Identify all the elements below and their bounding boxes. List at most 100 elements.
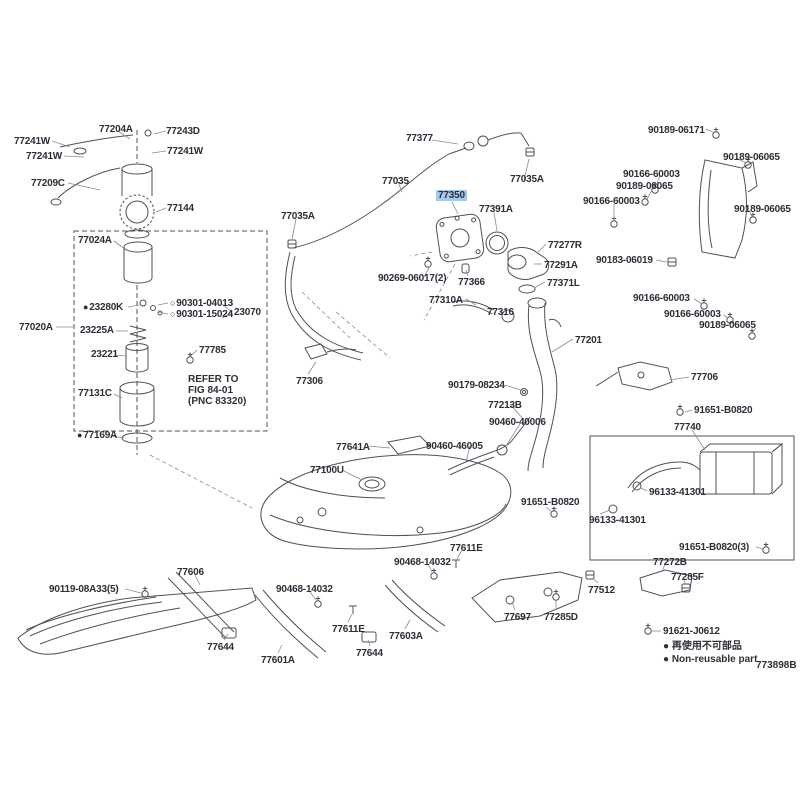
part-number: 77291A <box>544 260 578 271</box>
part-number: 77740 <box>674 422 701 433</box>
part-number: 77285F <box>671 572 704 583</box>
part-label-77035a[interactable]: 77035A <box>510 174 544 185</box>
part-label-77024a[interactable]: 77024A <box>78 235 112 246</box>
part-label-77697[interactable]: 77697 <box>504 612 531 623</box>
legend-jp-text: 再使用不可部品 <box>671 641 742 652</box>
part-label-77201[interactable]: 77201 <box>575 335 602 346</box>
part-label-77209c[interactable]: 77209C <box>31 178 65 189</box>
part-label-77644[interactable]: 77644 <box>207 642 234 653</box>
part-label-23280k[interactable]: ●23280K <box>83 302 123 313</box>
part-number: 90189-06065 <box>616 181 673 192</box>
part-number: 77377 <box>406 133 433 144</box>
part-label-77131c[interactable]: 77131C <box>78 388 112 399</box>
part-label-91651-b0820[interactable]: 91651-B0820 <box>694 405 753 416</box>
part-label-77611e[interactable]: 77611E <box>450 543 483 554</box>
part-label-91651-b0820[interactable]: 91651-B0820 <box>521 497 580 508</box>
part-number: 91621-J0612 <box>663 626 720 637</box>
part-label-77366[interactable]: 77366 <box>458 277 485 288</box>
part-label-90189-06065[interactable]: 90189-06065 <box>734 204 791 215</box>
skid-plate-art <box>17 586 257 655</box>
part-label-23070[interactable]: 23070 <box>234 307 261 318</box>
part-label-77644[interactable]: 77644 <box>356 648 383 659</box>
part-label-77606[interactable]: 77606 <box>177 567 204 578</box>
part-label-77291a[interactable]: 77291A <box>544 260 578 271</box>
part-label-77144[interactable]: 77144 <box>167 203 194 214</box>
non-reusable-icon: ● <box>83 302 89 312</box>
part-label-77285d[interactable]: 77285D <box>544 612 578 623</box>
part-label-77100u[interactable]: 77100U <box>310 465 344 476</box>
part-label-90468-14032[interactable]: 90468-14032 <box>394 557 451 568</box>
part-label-77611e[interactable]: 77611E <box>332 624 365 635</box>
part-label-90269-06017(2)[interactable]: 90269-06017(2) <box>378 273 447 284</box>
part-number: 77209C <box>31 178 65 189</box>
part-label-77020a[interactable]: 77020A <box>19 322 53 333</box>
part-label-77241w[interactable]: 77241W <box>26 151 62 162</box>
part-label-77371l[interactable]: 77371L <box>547 278 580 289</box>
part-label-91621-j0612[interactable]: 91621-J0612 <box>663 626 720 637</box>
part-label-23225a[interactable]: 23225A <box>80 325 114 336</box>
part-label-77241w[interactable]: 77241W <box>167 146 203 157</box>
part-number: 91651-B0820 <box>521 497 580 508</box>
part-number: 90166-60003 <box>583 196 640 207</box>
leader-lines <box>51 128 764 654</box>
part-label-77512[interactable]: 77512 <box>588 585 615 596</box>
brackets-art <box>595 361 684 416</box>
part-number: 77144 <box>167 203 194 214</box>
part-label-77243d[interactable]: 77243D <box>166 126 200 137</box>
part-label-77601a[interactable]: 77601A <box>261 655 295 666</box>
part-label-77204a[interactable]: 77204A <box>99 124 133 135</box>
part-number: 77391A <box>479 204 513 215</box>
part-label-96133-41301[interactable]: 96133-41301 <box>589 515 646 526</box>
part-label-77035a[interactable]: 77035A <box>281 211 315 222</box>
part-label-90119-08a33(5)[interactable]: 90119-08A33(5) <box>49 584 119 595</box>
legend-en-text: Non-reusable part <box>671 654 758 665</box>
part-label-90166-60003[interactable]: 90166-60003 <box>633 293 690 304</box>
part-label-90189-06171[interactable]: 90189-06171 <box>648 125 705 136</box>
part-number: 90468-14032 <box>276 584 333 595</box>
part-label-96133-41301[interactable]: 96133-41301 <box>649 487 706 498</box>
part-label-90166-60003[interactable]: 90166-60003 <box>583 196 640 207</box>
part-label-77306[interactable]: 77306 <box>296 376 323 387</box>
part-number: 90301-04013 <box>176 298 233 309</box>
part-label-77213b[interactable]: 77213B <box>488 400 522 411</box>
part-label-77706[interactable]: 77706 <box>691 372 718 383</box>
part-label-77785[interactable]: 77785 <box>199 345 226 356</box>
part-label-77277r[interactable]: 77277R <box>548 240 582 251</box>
part-label-77272b[interactable]: 77272B <box>653 557 687 568</box>
part-label-23221[interactable]: 23221 <box>91 349 118 360</box>
fastener-circle-icon: ○ <box>170 309 176 319</box>
part-label-90183-06019[interactable]: 90183-06019 <box>596 255 653 266</box>
part-label-90301-15024[interactable]: ○90301-15024 <box>170 309 233 320</box>
filler-pipe-art <box>520 297 562 472</box>
part-label-77391a[interactable]: 77391A <box>479 204 513 215</box>
part-number: 77277R <box>548 240 582 251</box>
part-label-91651-b0820(3)[interactable]: 91651-B0820(3) <box>679 542 749 553</box>
part-number: 90179-08234 <box>448 380 505 391</box>
part-label-90301-04013[interactable]: ○90301-04013 <box>170 298 233 309</box>
part-label-77350[interactable]: 77350 <box>436 190 467 201</box>
part-label-90166-60003[interactable]: 90166-60003 <box>664 309 721 320</box>
part-label-77241w[interactable]: 77241W <box>14 136 50 147</box>
part-label-77285f[interactable]: 77285F <box>671 572 704 583</box>
part-number: 77603A <box>389 631 423 642</box>
part-label-90460-40006[interactable]: 90460-40006 <box>489 417 546 428</box>
part-label-77603a[interactable]: 77603A <box>389 631 423 642</box>
part-label-90189-06065[interactable]: 90189-06065 <box>616 181 673 192</box>
part-number: 77131C <box>78 388 112 399</box>
part-label-77035[interactable]: 77035 <box>382 176 409 187</box>
part-label-77377[interactable]: 77377 <box>406 133 433 144</box>
part-label-77641a[interactable]: 77641A <box>336 442 370 453</box>
part-label-90179-08234[interactable]: 90179-08234 <box>448 380 505 391</box>
part-label-77169a[interactable]: ●77169A <box>77 430 117 441</box>
part-label-90189-06065[interactable]: 90189-06065 <box>699 320 756 331</box>
part-number: 77706 <box>691 372 718 383</box>
part-label-90468-14032[interactable]: 90468-14032 <box>276 584 333 595</box>
part-label-77310a[interactable]: 77310A <box>429 295 463 306</box>
part-label-90166-60003[interactable]: 90166-60003 <box>623 169 680 180</box>
part-label-77740[interactable]: 77740 <box>674 422 701 433</box>
part-label-77316[interactable]: 77316 <box>487 307 514 318</box>
part-label-90460-46005[interactable]: 90460-46005 <box>426 441 483 452</box>
part-label-90189-06065[interactable]: 90189-06065 <box>723 152 780 163</box>
